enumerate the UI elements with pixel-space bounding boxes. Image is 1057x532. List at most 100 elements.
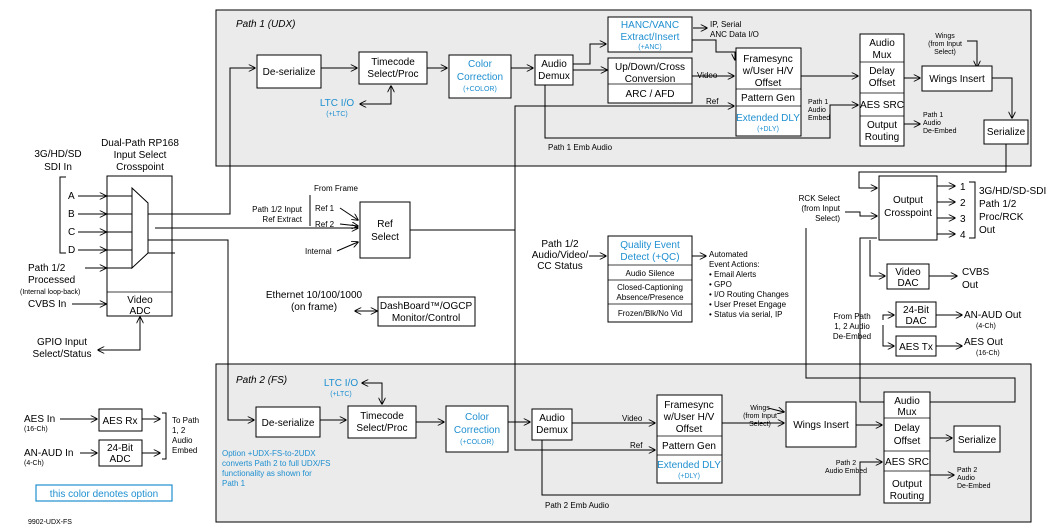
qc-action-email: • Email Alerts (709, 270, 756, 279)
rck-label-2: (from Input (801, 204, 840, 213)
gpio-label-2: Select/Status (33, 349, 92, 360)
aes-out-ch: (16-Ch) (976, 350, 1000, 357)
path1-title: Path 1 (UDX) (236, 19, 295, 30)
p2-audio-mux-label-2: Mux (898, 407, 917, 418)
p1-wings-label-2: (from Input (928, 41, 962, 48)
p1-ip-serial-label: IP, Serial (710, 20, 742, 29)
an-aud-out-label: AN-AUD Out (964, 310, 1021, 321)
p1-audio-demux-label: Audio (541, 59, 567, 70)
dac24-box (895, 301, 937, 328)
p2-option-note: Option +UDX-FS-to-2UDX (222, 449, 316, 458)
p1-delay-offset-label: Delay (869, 66, 895, 77)
p2-ext-dly-label: Extended DLY (657, 460, 721, 471)
p2-pattern-gen-label: Pattern Gen (662, 441, 716, 452)
p1-emb-audio-label: Path 1 Emb Audio (548, 143, 613, 152)
p1-ltc-label: LTC I/O (320, 98, 354, 109)
audio-in-bracket (162, 412, 167, 460)
p1-color-opt: (+COLOR) (463, 86, 497, 93)
video-dac-label: Video (895, 267, 921, 278)
p2-wings-insert-label: Wings Insert (793, 420, 849, 431)
cvbs-out-label: CVBS (962, 267, 990, 278)
sdi-out-label-2: Path 1/2 (979, 199, 1017, 210)
p2-audio-demux-label: Audio (539, 413, 565, 424)
p2-audio-deembed-label: Path 2 (957, 467, 977, 474)
ethernet-label-2: (on frame) (291, 302, 337, 313)
p1-framesync-label-3: Offset (755, 78, 782, 89)
aes-rx-label: AES Rx (102, 416, 137, 427)
aes-in-ch: (16-Ch) (24, 426, 48, 433)
video-adc-label: Video (127, 295, 153, 306)
p2-timecode-label-2: Select/Proc (356, 423, 407, 434)
gpio-label: GPIO Input (37, 337, 87, 348)
out-num-1: 1 (960, 182, 966, 193)
p1-audio-embed-label-3: Embed (808, 115, 830, 122)
p2-wings-label: Wings (750, 405, 770, 412)
aes-out-label: AES Out (964, 337, 1003, 348)
p1-color-corr-box (448, 54, 512, 99)
output-crosspoint-box (878, 175, 938, 241)
p1-hanc-box (607, 16, 693, 53)
p2-emb-audio-label: Path 2 Emb Audio (545, 501, 610, 510)
processed-label-2: Processed (28, 275, 75, 286)
p2-aes-src-label: AES SRC (885, 457, 929, 468)
qc-row-frozen: Frozen/Blk/No Vid (618, 309, 682, 318)
input-c: C (68, 227, 75, 238)
p1-wings-insert-label: Wings Insert (929, 74, 985, 85)
an-aud-in-label: AN-AUD In (24, 448, 73, 459)
video-dac-box (886, 263, 930, 290)
p1-audio-deembed-label: Path 1 (923, 112, 943, 119)
input-d: D (68, 245, 75, 256)
p1-color-corr-label: Color (468, 59, 493, 70)
p1-deserialize-label: De-serialize (263, 67, 316, 78)
qc-actions-title: Automated (709, 250, 748, 259)
ref-select-box (359, 201, 411, 259)
p1-wings-label-3: Select) (934, 49, 956, 56)
output-crosspoint-label: Output (893, 195, 923, 206)
dac24-label-2: DAC (905, 316, 926, 327)
p2-audio-mux-label: Audio (894, 396, 920, 407)
rck-label: RCK Select (799, 194, 841, 203)
p2-audio-mux-box (883, 391, 931, 504)
legend-label: this color denotes option (50, 489, 158, 500)
p1-delay-offset-label-2: Offset (869, 78, 896, 89)
p2-color-corr-label: Color (465, 412, 490, 423)
ref-extract-label-2: Ref Extract (262, 215, 302, 224)
ref1-label: Ref 1 (315, 204, 335, 213)
p1-audio-deembed-label-3: De-Embed (923, 128, 957, 135)
sdi-in-label-2: SDI In (44, 162, 72, 173)
p1-audio-demux-label-2: Demux (538, 71, 570, 82)
crosspoint-title-2: Input Select (114, 150, 167, 161)
p1-hanc-label: HANC/VANC (621, 20, 679, 31)
qc-action-gpo: • GPO (709, 280, 732, 289)
p1-hanc-opt: (+ANC) (638, 44, 662, 51)
aes-rx-box (98, 408, 143, 432)
aes-in-label: AES In (24, 414, 55, 425)
qc-action-status: • Status via serial, IP (709, 310, 783, 319)
an-aud-in-ch: (4-Ch) (24, 460, 44, 467)
processed-label: Path 1/2 (28, 263, 66, 274)
adc24-box (98, 439, 143, 467)
dashboard-label: DashBoard™/OGCP (380, 301, 473, 312)
out-num-4: 4 (960, 230, 966, 241)
input-a: A (68, 191, 75, 202)
p2-ltc-opt: (+LTC) (330, 391, 351, 398)
qc-title: Quality Event (620, 240, 680, 251)
p2-audio-deembed-label-3: De-Embed (957, 483, 991, 490)
p2-serialize-label: Serialize (958, 435, 997, 446)
out-num-2: 2 (960, 198, 966, 209)
to-path-label: To Path (172, 416, 199, 425)
p2-audio-deembed-label-2: Audio (957, 475, 975, 482)
p2-option-note-4: Path 1 (222, 479, 246, 488)
from-path-label-3: De-Embed (833, 332, 871, 341)
p2-option-note-2: converts Path 2 to full UDX/FS (222, 459, 331, 468)
p2-option-note-3: functionality as shown for (222, 469, 312, 478)
p1-wings-insert-box (921, 65, 993, 92)
p1-hanc-label-2: Extract/Insert (621, 32, 680, 43)
p1-arc-afd-label: ARC / AFD (626, 89, 675, 100)
p1-deserialize-box (256, 54, 322, 89)
p1-audio-demux-box (534, 54, 574, 86)
p2-video-label: Video (622, 414, 643, 423)
qc-action-preset: • User Preset Engage (709, 300, 787, 309)
sdi-out-label-4: Out (979, 225, 995, 236)
cvbs-out-label-2: Out (962, 280, 978, 291)
